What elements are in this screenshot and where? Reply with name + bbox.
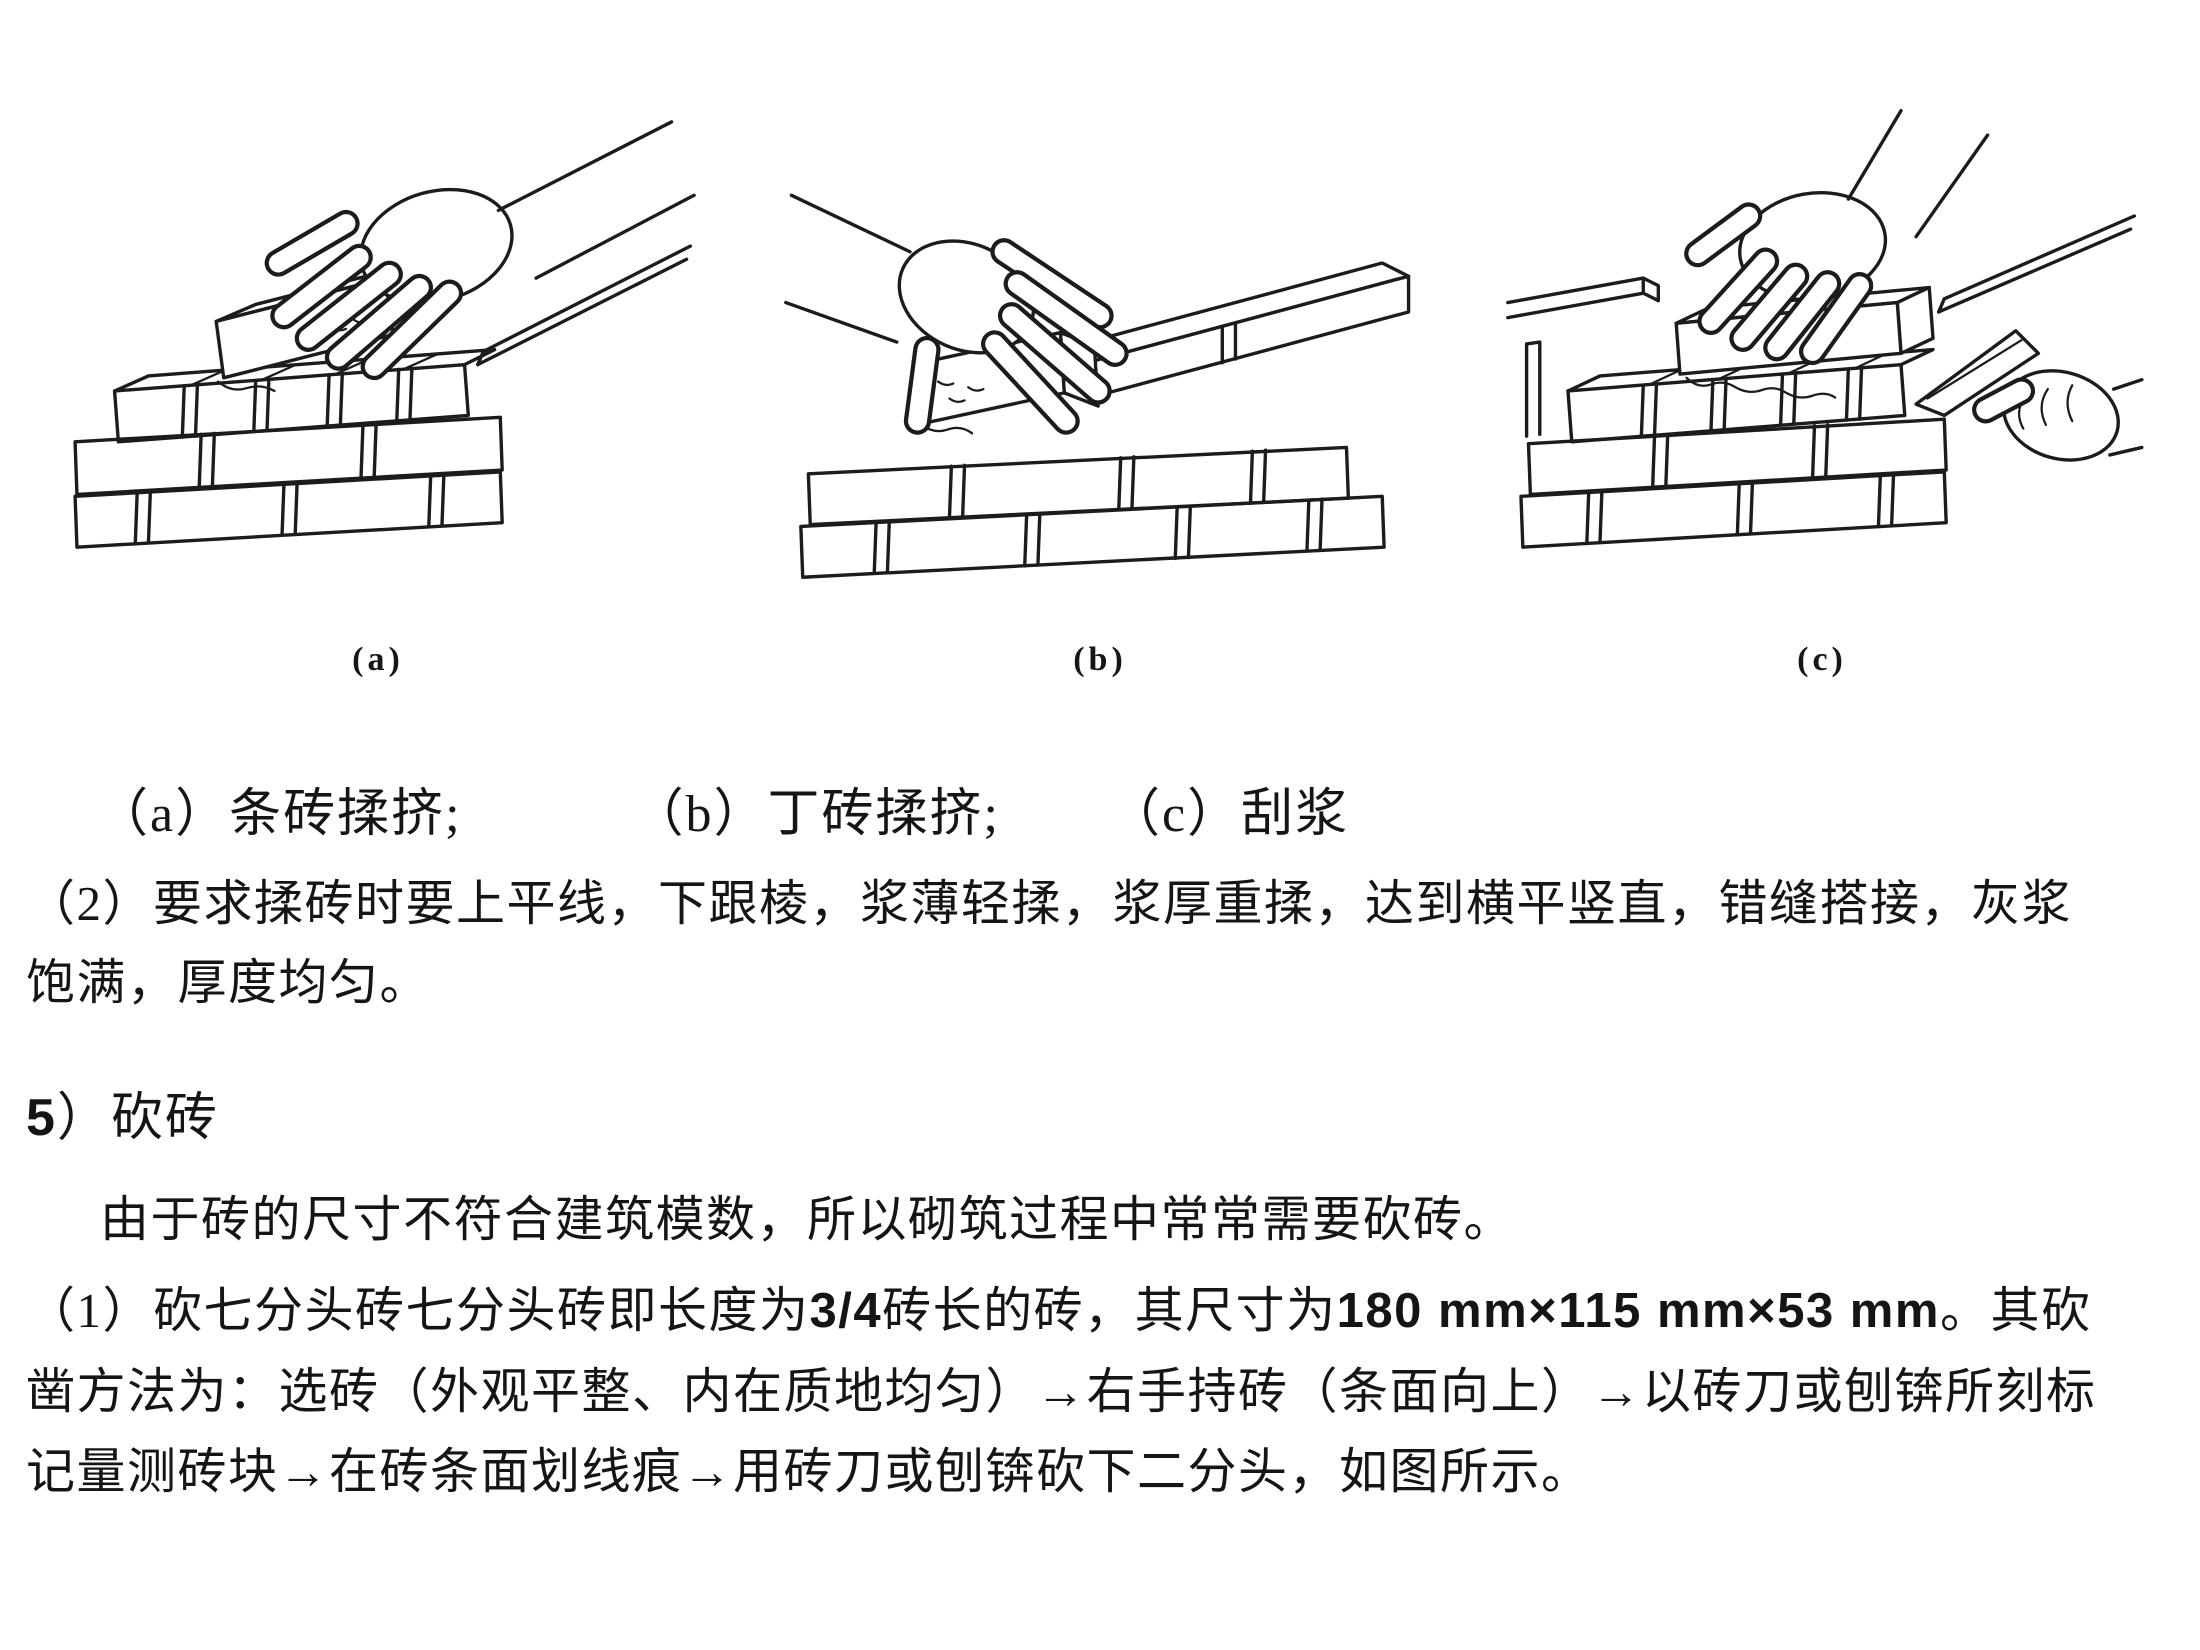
figure-a-illustration — [73, 120, 696, 549]
figure-strip: (a) — [0, 0, 2200, 679]
figure-a-label: (a) — [352, 641, 404, 678]
figure-c-label: (c) — [1797, 641, 1847, 678]
figure-b-illustration — [784, 193, 1411, 579]
paragraph-cutting-method: （1）砍七分头砖七分头砖即长度为3/4砖长的砖，其尺寸为180 mm×115 m… — [26, 1283, 2097, 1499]
caption-a: （a）条砖揉挤; — [96, 786, 462, 843]
figure-captions: （a）条砖揉挤; （b）丁砖揉挤; （c）刮浆 — [0, 771, 2200, 846]
figure-b: (b) — [764, 105, 1436, 679]
hand-a-icon — [264, 120, 696, 381]
figure-a: (a) — [42, 105, 714, 679]
scraper-hand-icon — [1914, 329, 2144, 462]
hand-c-upper-icon — [1684, 108, 1990, 366]
section-heading-brick-cutting: 5）砍砖 — [26, 1088, 219, 1147]
text-block: （2）要求揉砖时要上平线，下跟棱，浆薄轻揉，浆厚重揉，达到横平竖直，错缝搭接，灰… — [26, 864, 2172, 1512]
paragraph-intro: 由于砖的尺寸不符合建筑模数，所以砌筑过程中常常需要砍砖。 — [100, 1191, 1515, 1247]
figure-c-illustration — [1506, 108, 2144, 549]
figure-b-label: (b) — [1073, 641, 1127, 678]
hand-b-icon — [784, 193, 1129, 435]
paragraph-requirements: （2）要求揉砖时要上平线，下跟棱，浆薄轻揉，浆厚重揉，达到横平竖直，错缝搭接，灰… — [26, 876, 2073, 1011]
caption-b: （b）丁砖揉挤; — [631, 786, 1000, 843]
figure-c: (c) — [1486, 105, 2158, 679]
caption-c: （c）刮浆 — [1107, 786, 1350, 843]
